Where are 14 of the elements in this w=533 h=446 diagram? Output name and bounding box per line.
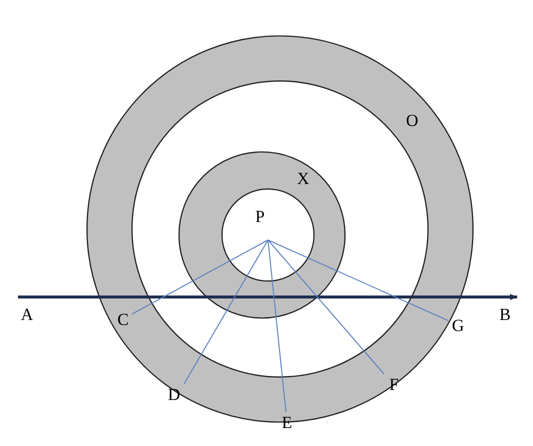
line-segment <box>184 240 268 384</box>
point-label: P <box>255 208 265 225</box>
line-segment <box>268 240 286 412</box>
point-label: B <box>499 306 511 323</box>
ring-label: O <box>406 112 418 129</box>
arrow-line <box>18 294 518 300</box>
ring-label: X <box>297 170 310 187</box>
line-segment <box>132 240 268 315</box>
point-label: D <box>168 386 180 402</box>
point-label: G <box>452 316 464 334</box>
point-label: A <box>20 306 34 323</box>
line-segment <box>268 240 448 322</box>
line-segment <box>268 240 384 374</box>
point-label: C <box>117 310 129 328</box>
